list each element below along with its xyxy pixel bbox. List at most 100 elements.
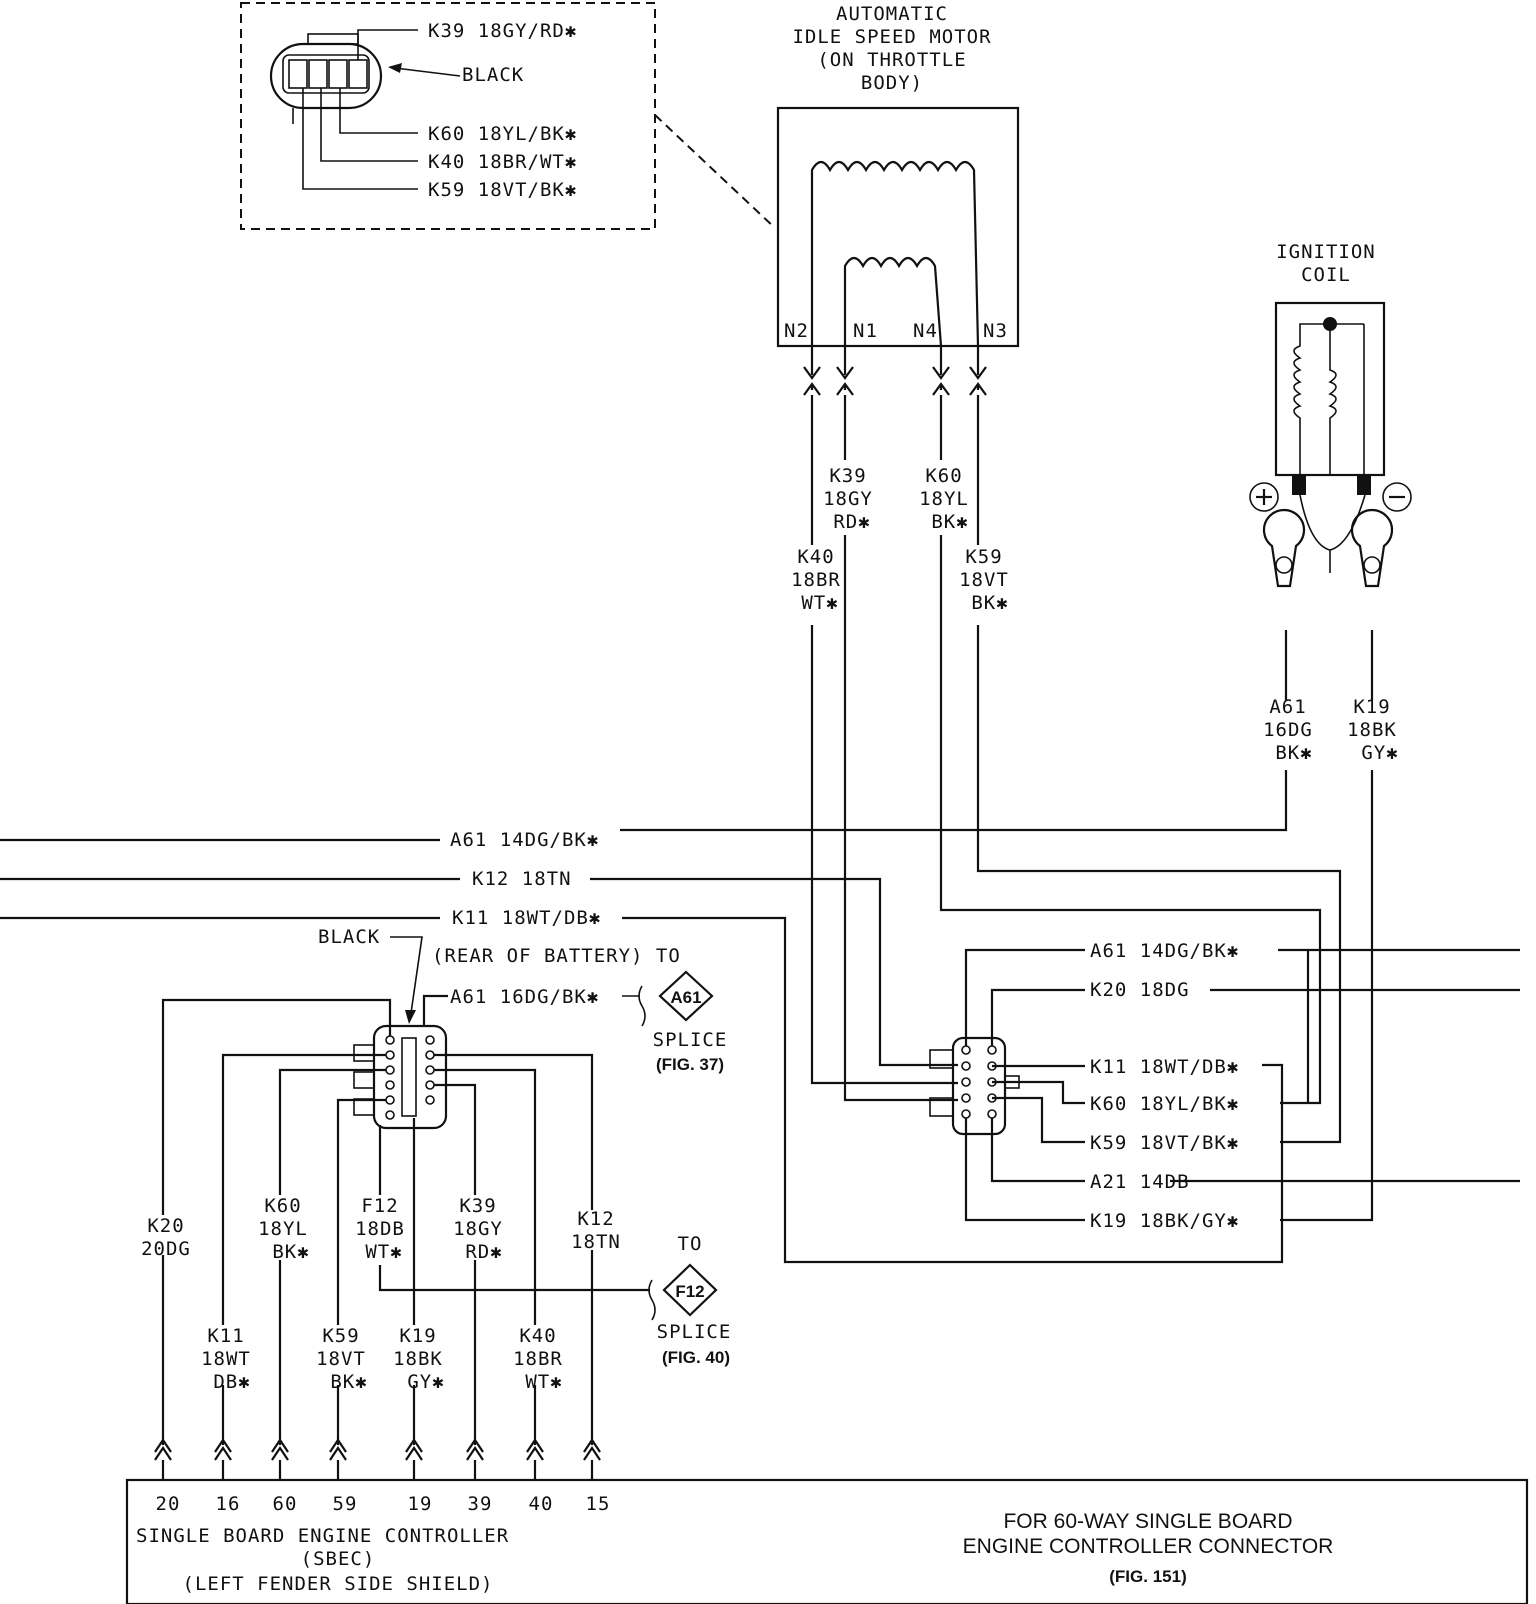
sbec-k19-label-2: 18BK bbox=[393, 1348, 443, 1370]
motor-k39-label-2: 18GY bbox=[823, 488, 873, 510]
battery-arrowhead-icon bbox=[405, 1010, 416, 1024]
sbec-title-line1: SINGLE BOARD ENGINE CONTROLLER bbox=[136, 1525, 509, 1547]
bus-wires: A61 14DG/BK✱ K12 18TN K11 18WT/DB✱ bbox=[0, 829, 1284, 1264]
wire-k40-sbec bbox=[434, 1068, 537, 1325]
sbec-k59-label-3: BK✱ bbox=[330, 1371, 367, 1393]
motor-body bbox=[776, 106, 1020, 348]
sbec-k59-label-1: K59 bbox=[322, 1325, 359, 1347]
inset-wire-k59: K59 18VT/BK✱ bbox=[428, 179, 577, 201]
rc-k20-lead bbox=[990, 988, 1085, 1046]
plus-icon bbox=[1249, 482, 1279, 512]
wire-k19-coil bbox=[1280, 770, 1374, 1222]
splice-f12-label: SPLICE bbox=[657, 1321, 732, 1343]
coil-secondary-winding bbox=[1328, 324, 1337, 475]
motor-k40-label-1: K40 bbox=[797, 546, 834, 568]
motor-connector-n2-icon bbox=[803, 346, 821, 396]
splice-a61-break-icon bbox=[622, 985, 646, 1027]
sbec-f12-label-2: 18DB bbox=[355, 1218, 405, 1240]
sbec-k40-label-1: K40 bbox=[519, 1325, 556, 1347]
coil-k19-label-1: K19 bbox=[1353, 696, 1390, 718]
motor-k40-label-2: 18BR bbox=[791, 569, 841, 591]
splice-f12-fig: (FIG. 40) bbox=[662, 1348, 730, 1367]
rc-label-a21: A21 14DB bbox=[1090, 1171, 1190, 1193]
inset-connector-latch bbox=[307, 33, 359, 45]
sbec-k39-label-1: K39 bbox=[459, 1195, 496, 1217]
sbec-pin-connectors-icon bbox=[154, 1438, 601, 1480]
motor-k60-label-1: K60 bbox=[925, 465, 962, 487]
splice-a61-fig: (FIG. 37) bbox=[656, 1055, 724, 1074]
sbec-controller: 20 16 60 59 19 39 40 15 SINGLE BOARD ENG… bbox=[125, 1438, 1529, 1604]
sbec-title-line3: (LEFT FENDER SIDE SHIELD) bbox=[183, 1573, 494, 1595]
coil-k19-label-2: 18BK bbox=[1347, 719, 1397, 741]
splice-f12-id: F12 bbox=[675, 1282, 704, 1301]
motor-pin-n3: N3 bbox=[983, 320, 1008, 342]
inset-arrowhead-icon bbox=[388, 63, 402, 73]
splice-a61-diamond-icon bbox=[658, 970, 714, 1022]
right-connector: A61 14DG/BK✱ K20 18DG K11 18WT/DB✱ K60 1… bbox=[929, 940, 1520, 1232]
sbec-f12-label-3: WT✱ bbox=[365, 1241, 402, 1263]
battery-connector-tab-3 bbox=[353, 1098, 375, 1116]
rc-label-k19: K19 18BK/GY✱ bbox=[1090, 1210, 1239, 1232]
sbec-k20-label-2: 20DG bbox=[141, 1238, 191, 1260]
coil-title-line2: COIL bbox=[1301, 264, 1351, 286]
rc-label-k60: K60 18YL/BK✱ bbox=[1090, 1093, 1239, 1115]
wire-k59-sbec bbox=[336, 1098, 386, 1325]
sbec-k11-label-1: K11 bbox=[207, 1325, 244, 1347]
rc-label-k11: K11 18WT/DB✱ bbox=[1090, 1056, 1239, 1078]
coil-k19-label-3: GY✱ bbox=[1361, 742, 1398, 764]
motor-title-line1: AUTOMATIC bbox=[836, 3, 948, 25]
bus-k12-label: K12 18TN bbox=[472, 868, 572, 890]
motor-connector-n3-icon bbox=[969, 346, 987, 396]
sbec-k11-label-3: DB✱ bbox=[213, 1371, 250, 1393]
sbec-pin-20: 20 bbox=[156, 1493, 181, 1515]
sbec-pin-59: 59 bbox=[333, 1493, 358, 1515]
splice-f12: TO F12 SPLICE (FIG. 40) bbox=[657, 1233, 732, 1367]
coil-junction-dot bbox=[1323, 317, 1337, 331]
sbec-k40-label-2: 18BR bbox=[513, 1348, 563, 1370]
sbec-pin-19: 19 bbox=[408, 1493, 433, 1515]
rc-label-k20: K20 18DG bbox=[1090, 979, 1190, 1001]
inset-wire-k40: K40 18BR/WT✱ bbox=[428, 151, 577, 173]
motor-k59-label-2: 18VT bbox=[959, 569, 1009, 591]
inset-connector-face bbox=[282, 54, 370, 94]
inset-connector-view: K39 18GY/RD✱ BLACK K60 18YL/BK✱ K40 18BR… bbox=[240, 2, 776, 230]
idle-speed-motor: AUTOMATIC IDLE SPEED MOTOR (ON THROTTLE … bbox=[776, 3, 1020, 348]
splice-a61-label: SPLICE bbox=[653, 1029, 728, 1051]
battery-a61-label: A61 16DG/BK✱ bbox=[450, 986, 599, 1008]
wire-k40-to-connector bbox=[810, 625, 958, 1085]
battery-connector-center bbox=[401, 1037, 417, 1117]
coil-terminal-neg bbox=[1357, 475, 1371, 495]
sbec-pin-39: 39 bbox=[468, 1493, 493, 1515]
sbec-k12-label-2: 18TN bbox=[571, 1231, 621, 1253]
sbec-k39-label-3: RD✱ bbox=[465, 1241, 502, 1263]
sbec-f12-label-1: F12 bbox=[361, 1195, 398, 1217]
sbec-k11-label-2: 18WT bbox=[201, 1348, 251, 1370]
motor-k59-label-1: K59 bbox=[965, 546, 1002, 568]
wire-k12-to-connector bbox=[590, 877, 958, 1067]
battery-connector-tab-2 bbox=[353, 1071, 375, 1089]
ignition-coil: IGNITION COIL A61 16DG bbox=[620, 241, 1412, 1222]
splice-f12-diamond-icon bbox=[662, 1263, 718, 1317]
rc-label-a61: A61 14DG/BK✱ bbox=[1090, 940, 1239, 962]
motor-pin-n1: N1 bbox=[853, 320, 878, 342]
motor-k40-label-3: WT✱ bbox=[801, 592, 838, 614]
coil-a61-label-1: A61 bbox=[1269, 696, 1306, 718]
motor-leads: K39 18GY RD✱ K60 18YL BK✱ K40 18BR WT✱ K… bbox=[791, 346, 1342, 1144]
motor-k39-label-3: RD✱ bbox=[833, 511, 870, 533]
wire-k60-to-connector bbox=[939, 535, 1322, 1105]
motor-k60-label-2: 18YL bbox=[919, 488, 969, 510]
wire-a61-coil bbox=[620, 770, 1288, 832]
inset-color-pointer bbox=[394, 67, 461, 77]
wire-k11-sbec bbox=[221, 1053, 386, 1325]
battery-connector-tab-1 bbox=[353, 1044, 375, 1062]
motor-inner-winding bbox=[843, 256, 943, 347]
motor-k60-label-3: BK✱ bbox=[931, 511, 968, 533]
rc-label-k59: K59 18VT/BK✱ bbox=[1090, 1132, 1239, 1154]
sbec-box bbox=[125, 1478, 1529, 1604]
coil-primary-winding bbox=[1293, 323, 1330, 475]
right-connector-pins bbox=[961, 1045, 997, 1119]
sbec-k19-label-3: GY✱ bbox=[407, 1371, 444, 1393]
sbec-pin-16: 16 bbox=[216, 1493, 241, 1515]
inset-wire-k60: K60 18YL/BK✱ bbox=[428, 123, 577, 145]
